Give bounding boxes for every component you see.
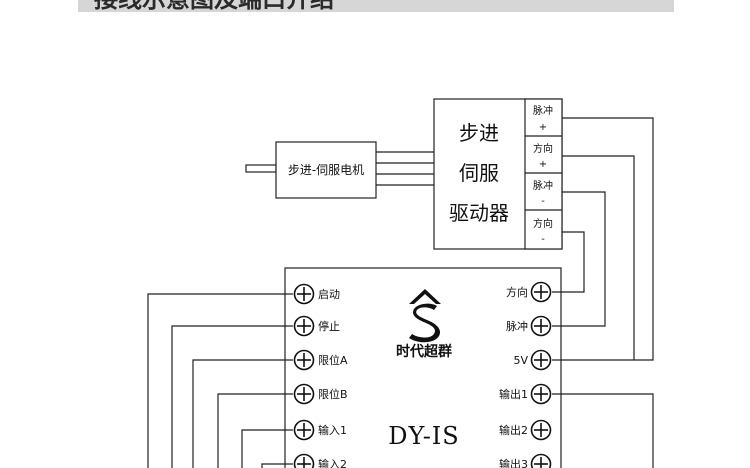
port-stop-label: 停止 <box>318 319 340 333</box>
brand-logo-icon <box>409 289 441 343</box>
controller-box <box>284 267 562 468</box>
wire-dir-minus-to-dir <box>552 231 585 293</box>
driver-terminal-block <box>524 98 563 250</box>
terminal-dir-plus-label: 方向 <box>533 142 553 155</box>
port-limit-a-label: 限位A <box>318 353 348 367</box>
driver-title-line-3: 驱动器 <box>449 201 509 225</box>
screw-terminal-icon <box>293 349 315 371</box>
screw-terminal-icon <box>530 281 552 303</box>
wire-start <box>147 293 293 468</box>
driver-title-line-1: 步进 <box>459 121 499 145</box>
wire-stop <box>171 325 293 468</box>
brand-name: 时代超群 <box>396 343 452 360</box>
model-name: DY-IS <box>388 422 459 450</box>
motor-label: 步进-伺服电机 <box>288 163 364 177</box>
screw-terminal-icon <box>293 419 315 441</box>
screw-terminal-icon <box>530 383 552 405</box>
port-pulse-label: 脉冲 <box>506 319 528 333</box>
wire-input-1 <box>241 429 293 468</box>
wire-output-1 <box>552 393 654 468</box>
screw-terminal-icon <box>293 383 315 405</box>
wire-limit-b <box>217 393 293 468</box>
terminal-dir-plus-sign: + <box>539 159 547 170</box>
wire-limit-a <box>192 359 293 468</box>
driver-title-line-2: 伺服 <box>459 161 499 185</box>
port-output-1-label: 输出1 <box>499 387 528 401</box>
wire-pulse-plus-to-5v <box>552 117 654 361</box>
terminal-pulse-plus-label: 脉冲 <box>533 104 553 117</box>
screw-terminal-icon <box>293 453 315 468</box>
port-direction-label: 方向 <box>506 285 528 299</box>
screw-terminal-icon <box>293 315 315 337</box>
wire-pulse-minus-to-pulse <box>552 191 606 327</box>
port-input-1-label: 输入1 <box>318 423 347 437</box>
port-limit-b-label: 限位B <box>318 387 348 401</box>
port-5v-label: 5V <box>513 354 528 367</box>
screw-terminal-icon <box>530 419 552 441</box>
wire-dir-plus-to-5v <box>562 155 635 360</box>
section-header-bar: 接线示意图及端口介绍 <box>78 0 674 12</box>
terminal-pulse-plus-sign: + <box>539 122 547 133</box>
motor-shaft <box>245 164 277 173</box>
screw-terminal-icon <box>530 453 552 468</box>
terminal-dir-minus-sign: - <box>541 234 545 245</box>
screw-terminal-icon <box>530 349 552 371</box>
screw-terminal-icon <box>530 315 552 337</box>
terminal-pulse-minus-sign: - <box>541 196 545 207</box>
wire-input-2 <box>261 463 293 468</box>
motor-box <box>275 141 377 199</box>
terminal-dir-minus-label: 方向 <box>533 217 553 230</box>
port-input-2-label: 输入2 <box>318 457 347 468</box>
screw-terminal-icon <box>293 283 315 305</box>
port-output-2-label: 输出2 <box>499 423 528 437</box>
port-output-3-label: 输出3 <box>499 457 528 468</box>
port-start-label: 启动 <box>318 288 340 301</box>
terminal-pulse-minus-label: 脉冲 <box>533 179 553 192</box>
section-title: 接线示意图及端口介绍 <box>94 0 334 12</box>
